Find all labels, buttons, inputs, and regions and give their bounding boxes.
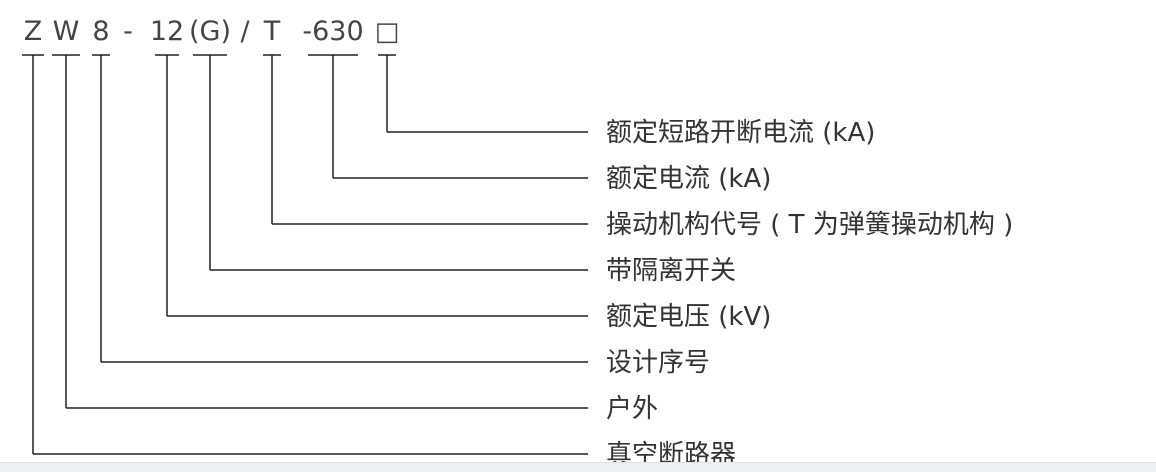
- code-segment-box: □: [375, 17, 400, 47]
- label-630: 额定电流 (kA): [606, 164, 771, 194]
- code-segment-w: W: [53, 16, 80, 47]
- code-segment-slash: /: [240, 16, 250, 47]
- code-segment-dash1: -: [123, 16, 133, 47]
- label-12: 额定电压 (kV): [606, 302, 771, 332]
- label-8: 设计序号: [606, 348, 710, 378]
- code-segment-630: -630: [302, 16, 363, 47]
- label-box: 额定短路开断电流 (kA): [606, 118, 875, 148]
- code-segment-t: T: [263, 16, 281, 47]
- code-segment-12: 12: [150, 16, 184, 47]
- code-segment-g: (G): [189, 16, 231, 47]
- label-g: 带隔离开关: [606, 256, 736, 286]
- label-list: 额定短路开断电流 (kA) 额定电流 (kA) 操动机构代号 ( T 为弹簧操动机构…: [606, 118, 1013, 470]
- connector-lines: [32, 55, 588, 455]
- code-segment-z: Z: [24, 16, 43, 47]
- code-segment-8: 8: [92, 16, 109, 47]
- label-w: 户外: [606, 394, 658, 424]
- label-t: 操动机构代号 ( T 为弹簧操动机构 ): [606, 210, 1013, 240]
- bottom-divider: [0, 462, 1156, 472]
